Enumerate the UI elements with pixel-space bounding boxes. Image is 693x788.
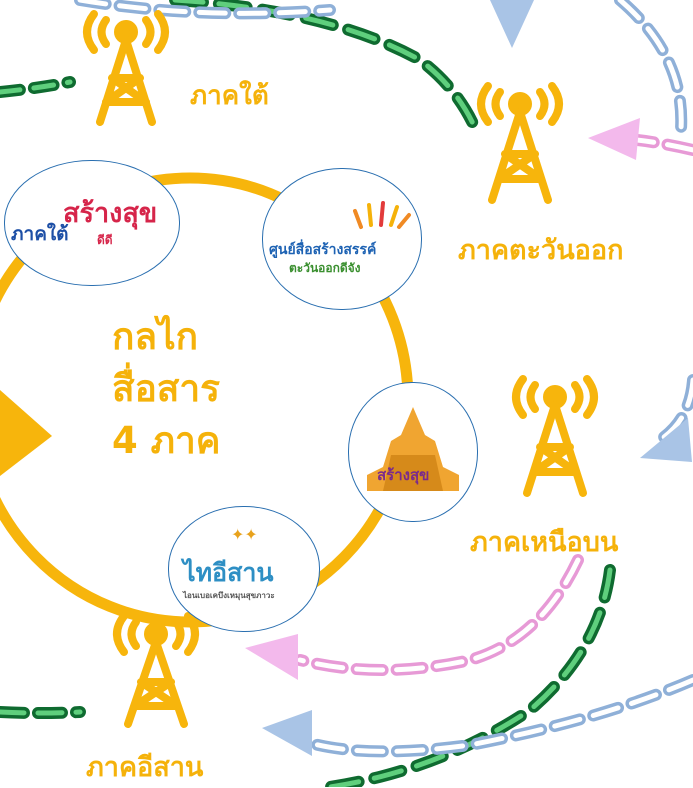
center-title-line2: สื่อสาร bbox=[112, 367, 221, 410]
center-title-line1: กลไก bbox=[112, 315, 199, 358]
blue-dashed-links bbox=[74, 0, 693, 758]
logo-badge-south: ภาคใต้ สร้างสุข ดีดี bbox=[4, 160, 180, 286]
region-label-east: ภาคตะวันออก bbox=[458, 235, 624, 266]
tower-icon bbox=[113, 612, 199, 728]
logo-east-line2: ตะวันออกดีจัง bbox=[289, 261, 361, 275]
region-label-isan: ภาคอีสาน bbox=[86, 752, 204, 783]
logo-badge-north: สร้างสุข bbox=[348, 382, 478, 522]
logo-badge-isan: ไทอีสาน ไอนเบอเคบึงเหมุนสุขภาวะ ✦✦ bbox=[168, 506, 320, 632]
logo-badge-east: ศูนย์สื่อสร้างสรรค์ ตะวันออกดีจัง bbox=[262, 168, 422, 310]
logo-south-word2: สร้างสุข bbox=[63, 198, 158, 229]
temple-icon bbox=[367, 407, 459, 491]
tower-icon bbox=[477, 82, 563, 204]
logo-south-word3: ดีดี bbox=[97, 233, 113, 247]
blue-arrow-isan bbox=[262, 710, 312, 756]
logo-east-line1: ศูนย์สื่อสร้างสรรค์ bbox=[269, 242, 377, 258]
region-label-south: ภาคใต้ bbox=[190, 81, 269, 111]
logo-isan-line1: ไทอีสาน bbox=[183, 558, 274, 587]
yellow-arrow-left bbox=[0, 390, 52, 476]
region-label-north: ภาคเหนือบน bbox=[470, 527, 619, 558]
logo-isan-ornament: ✦✦ bbox=[231, 525, 258, 544]
tower-icon bbox=[83, 10, 169, 126]
blue-arrow-top bbox=[490, 0, 534, 48]
pink-arrow-east bbox=[588, 118, 640, 160]
logo-isan-line2: ไอนเบอเคบึงเหมุนสุขภาวะ bbox=[183, 591, 275, 600]
green-dashed-links bbox=[0, 0, 616, 787]
logo-south-word1: ภาคใต้ bbox=[11, 223, 69, 245]
logo-north-line1: สร้างสุข bbox=[377, 466, 430, 484]
pink-arrow-isan bbox=[245, 634, 298, 680]
tower-icon bbox=[512, 375, 598, 497]
blue-arrow-north bbox=[640, 418, 692, 462]
sunburst-icon bbox=[353, 201, 411, 229]
center-title-line3: 4 ภาค bbox=[112, 419, 221, 462]
